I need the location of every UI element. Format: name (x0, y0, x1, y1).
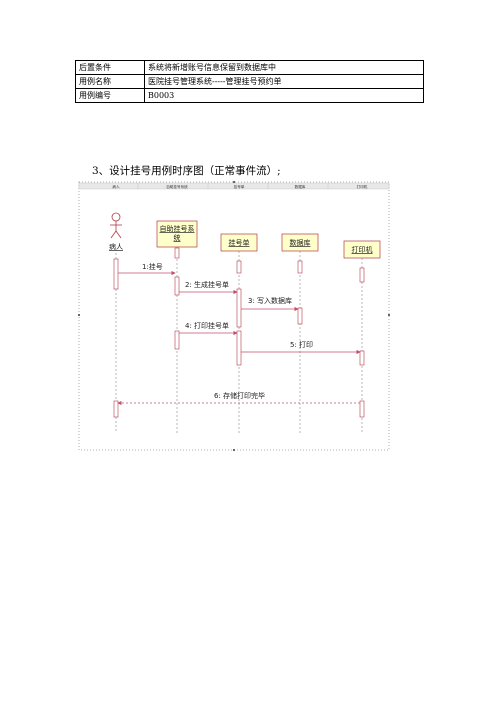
header-label: 挂号单 (234, 184, 245, 189)
row-value: B0003 (144, 88, 424, 103)
row-label: 后置条件 (75, 60, 145, 75)
object-label-cont: 统 (174, 233, 181, 242)
object-box (156, 220, 198, 248)
diagram-frame (78, 181, 390, 451)
row-value: 系统将新增账号信息保留到数据库中 (144, 60, 424, 75)
actor-icon (110, 212, 122, 239)
header-label: 病人 (112, 184, 120, 189)
use-case-table: 后置条件 系统将新增账号信息保留到数据库中 用例名称 医院挂号管理系统-----… (75, 60, 424, 103)
header-label: 打印机 (357, 184, 368, 189)
sequence-diagram: 病人 自助挂号系统 挂号单 数据库 打印机 病人 自助挂号系 统 挂号单 数据库… (78, 181, 390, 451)
table-row: 用例编号 B0003 (75, 88, 424, 103)
row-value: 医院挂号管理系统-----管理挂号预约单 (144, 74, 424, 89)
object-label: 挂号单 (229, 238, 250, 247)
row-label: 用例编号 (75, 88, 145, 103)
header-label: 自助挂号系统 (166, 184, 188, 189)
sequence-diagram-canvas: 病人 自助挂号系统 挂号单 数据库 打印机 病人 自助挂号系 统 挂号单 数据库… (78, 181, 390, 451)
object-label: 自助挂号系 (160, 224, 195, 233)
message-label: 6: 存储打印完毕 (214, 391, 265, 400)
message-label: 4: 打印挂号单 (185, 321, 229, 330)
message-label: 3: 写入数据库 (248, 296, 292, 305)
object-label: 打印机 (352, 245, 373, 254)
message-label: 5: 打印 (290, 340, 313, 349)
actor-label: 病人 (109, 242, 123, 251)
message-label: 2: 生成挂号单 (185, 280, 229, 289)
activation-bars (113, 247, 365, 418)
table-row: 后置条件 系统将新增账号信息保留到数据库中 (75, 60, 424, 75)
object-label: 数据库 (290, 238, 311, 247)
row-label: 用例名称 (75, 74, 145, 89)
section-title: 3、设计挂号用例时序图（正常事件流）; (92, 165, 281, 177)
header-label: 数据库 (295, 184, 306, 189)
frame-handles (78, 181, 390, 451)
table-row: 用例名称 医院挂号管理系统-----管理挂号预约单 (75, 74, 424, 89)
message-label: 1:挂号 (142, 262, 163, 271)
